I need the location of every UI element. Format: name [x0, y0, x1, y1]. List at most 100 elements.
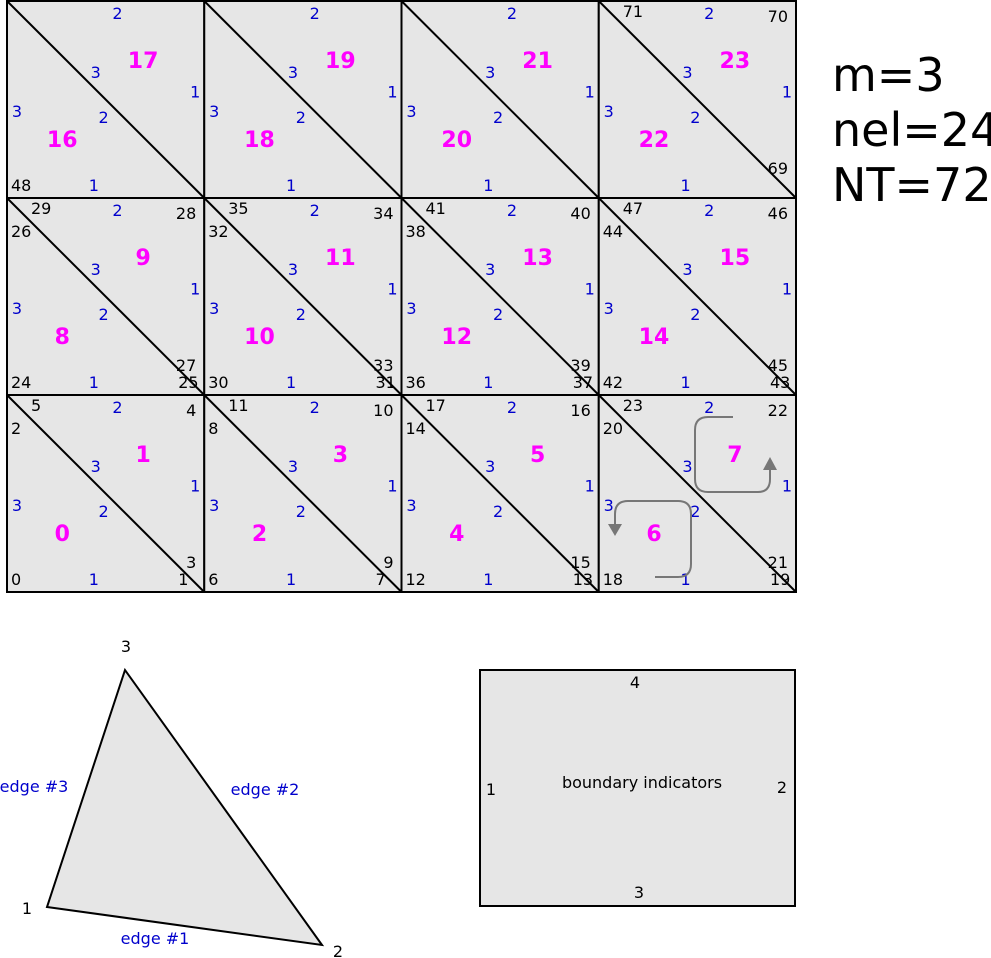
- node-number: 3: [186, 553, 196, 572]
- edge-label: 1: [782, 83, 792, 102]
- edge-label: 2: [507, 398, 517, 417]
- edge-label: 1: [585, 477, 595, 496]
- edge-label: 2: [99, 305, 109, 324]
- edge-label: 3: [12, 102, 22, 121]
- edge-label: 1: [782, 280, 792, 299]
- element-number: 9: [135, 246, 150, 271]
- edge-label: 3: [91, 63, 101, 82]
- node-number: 2: [11, 419, 21, 438]
- node-number: 48: [11, 176, 31, 195]
- edge-label: 2: [507, 4, 517, 23]
- edge-label: 3: [91, 260, 101, 279]
- upper-arrow-head: [763, 457, 777, 470]
- edge-label: 2: [493, 502, 503, 521]
- m-value: m=3: [832, 48, 945, 102]
- vertex-label: 2: [333, 942, 343, 958]
- element-number: 5: [530, 443, 545, 468]
- edge-label: 3: [682, 260, 692, 279]
- node-number: 31: [376, 373, 396, 392]
- node-number: 46: [768, 204, 788, 223]
- edge-label: 2: [310, 398, 320, 417]
- lower-orientation-arrow: [614, 500, 692, 578]
- node-number: 25: [178, 373, 198, 392]
- edge-label: 2: [310, 201, 320, 220]
- node-number: 38: [406, 222, 426, 241]
- edge-label: 1: [387, 477, 397, 496]
- node-number: 71: [623, 2, 643, 21]
- edge-label: 3: [485, 260, 495, 279]
- edge-label: 3: [288, 260, 298, 279]
- cell-diagonal: [203, 0, 403, 199]
- element-number: 1: [135, 443, 150, 468]
- node-number: 17: [426, 396, 446, 415]
- node-number: 34: [373, 204, 393, 223]
- lower-arrow-head: [608, 524, 622, 536]
- cell-diagonal: [6, 394, 205, 593]
- boundary-indicator-top: 4: [630, 673, 640, 692]
- node-number: 19: [770, 570, 790, 589]
- node-number: 35: [228, 199, 248, 218]
- edge-label: 1: [483, 570, 493, 589]
- edge-label: 2: [690, 502, 700, 521]
- edge-label: 2: [507, 201, 517, 220]
- node-number: 29: [31, 199, 51, 218]
- node-number: 32: [208, 222, 228, 241]
- node-number: 8: [208, 419, 218, 438]
- node-number: 24: [11, 373, 31, 392]
- cell-diagonal: [400, 394, 600, 593]
- element-number: 19: [325, 49, 356, 74]
- orientation-arrows: [608, 416, 777, 578]
- element-number: 17: [128, 49, 159, 74]
- edge-label: 1: [190, 477, 200, 496]
- edge-label: 3: [604, 299, 614, 318]
- edge-label: 2: [112, 398, 122, 417]
- edge-label: 2: [704, 398, 714, 417]
- edge-label: 1: [585, 280, 595, 299]
- cell-diagonal: [203, 197, 403, 396]
- edge-label: 2: [296, 305, 306, 324]
- node-number: 13: [573, 570, 593, 589]
- boundary-indicator-bottom: 3: [634, 883, 644, 902]
- element-number: 14: [639, 325, 670, 350]
- node-number: 40: [570, 204, 590, 223]
- edge-label: 1: [387, 280, 397, 299]
- nel-value: nel=24: [832, 103, 991, 157]
- edge-label: 2: [704, 201, 714, 220]
- edge-label: 1: [89, 176, 99, 195]
- edge-label: 3: [604, 496, 614, 515]
- edge-label: 1: [483, 176, 493, 195]
- boundary-indicator-right: 2: [777, 778, 787, 797]
- edge-label: 2: [296, 502, 306, 521]
- boundary-box: [479, 669, 796, 907]
- node-number: 41: [426, 199, 446, 218]
- element-number: 10: [244, 325, 275, 350]
- node-number: 12: [406, 570, 426, 589]
- edge-label: 2: [112, 201, 122, 220]
- edge-label: 1: [680, 176, 690, 195]
- node-number: 7: [376, 570, 386, 589]
- reference-triangle-shape: [45, 667, 325, 947]
- edge-label: 1: [190, 280, 200, 299]
- node-number: 10: [373, 401, 393, 420]
- element-number: 21: [522, 49, 553, 74]
- node-number: 27: [176, 356, 196, 375]
- element-number: 2: [252, 522, 267, 547]
- edge-label: 1: [680, 373, 690, 392]
- node-number: 15: [570, 553, 590, 572]
- edge-label: 3: [406, 299, 416, 318]
- element-number: 23: [720, 49, 751, 74]
- edge-label: 2: [112, 4, 122, 23]
- element-number: 11: [325, 246, 356, 271]
- node-number: 39: [570, 356, 590, 375]
- edge-label: 3: [406, 102, 416, 121]
- node-number: 37: [573, 373, 593, 392]
